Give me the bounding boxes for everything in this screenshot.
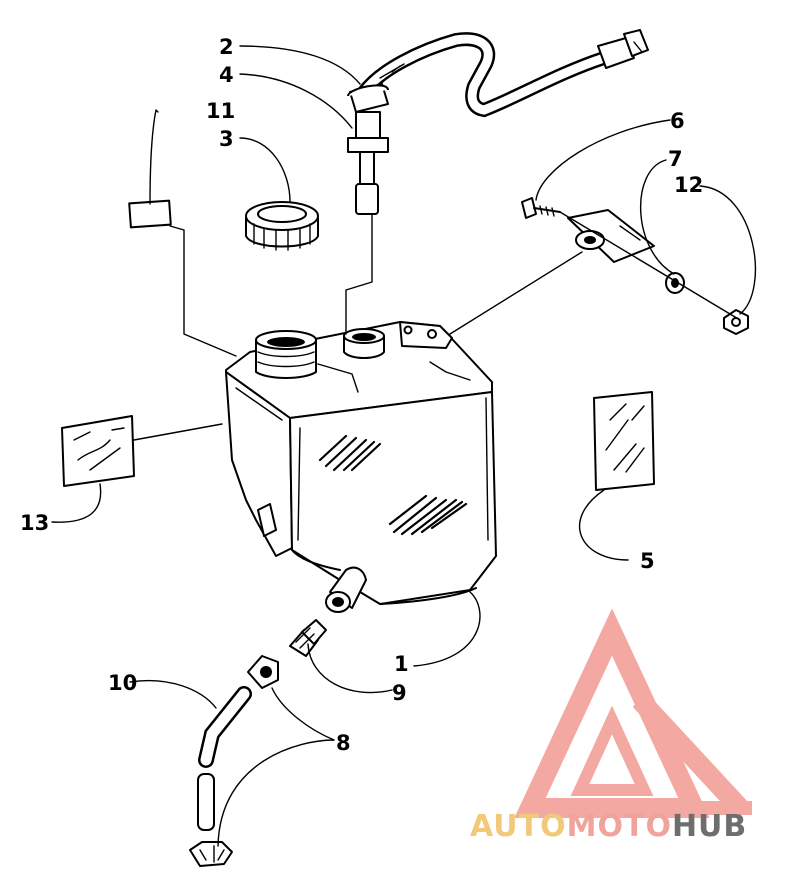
callout-labels: 1 2 3 4 5 6 7 8 9 10 11 12 13 xyxy=(20,35,703,755)
brand-hub: HUB xyxy=(672,809,747,844)
oil-tank xyxy=(225,321,497,613)
brand-moto: MOTO xyxy=(567,809,672,844)
leader-lines xyxy=(51,45,757,847)
callout-10: 10 xyxy=(108,671,137,695)
mount-hardware xyxy=(449,197,749,335)
callout-5: 5 xyxy=(640,549,655,573)
callout-3: 3 xyxy=(219,127,234,151)
filler-cap xyxy=(245,201,319,251)
callout-1: 1 xyxy=(394,652,409,676)
callout-11: 11 xyxy=(206,99,235,123)
callout-7: 7 xyxy=(668,147,683,171)
outlet-hose-assembly xyxy=(189,619,327,867)
callout-6: 6 xyxy=(670,109,685,133)
watermark-brand: AUTOMOTOHUB xyxy=(470,809,747,844)
callout-8: 8 xyxy=(336,731,351,755)
callout-13: 13 xyxy=(20,511,49,535)
brand-auto: AUTO xyxy=(470,809,567,844)
callout-9: 9 xyxy=(392,681,407,705)
watermark-logo xyxy=(514,608,752,818)
level-sender xyxy=(345,29,649,335)
callout-4: 4 xyxy=(219,63,234,87)
callout-2: 2 xyxy=(219,35,234,59)
callout-12: 12 xyxy=(674,173,703,197)
decals xyxy=(61,199,655,491)
tank-shading xyxy=(318,434,468,536)
